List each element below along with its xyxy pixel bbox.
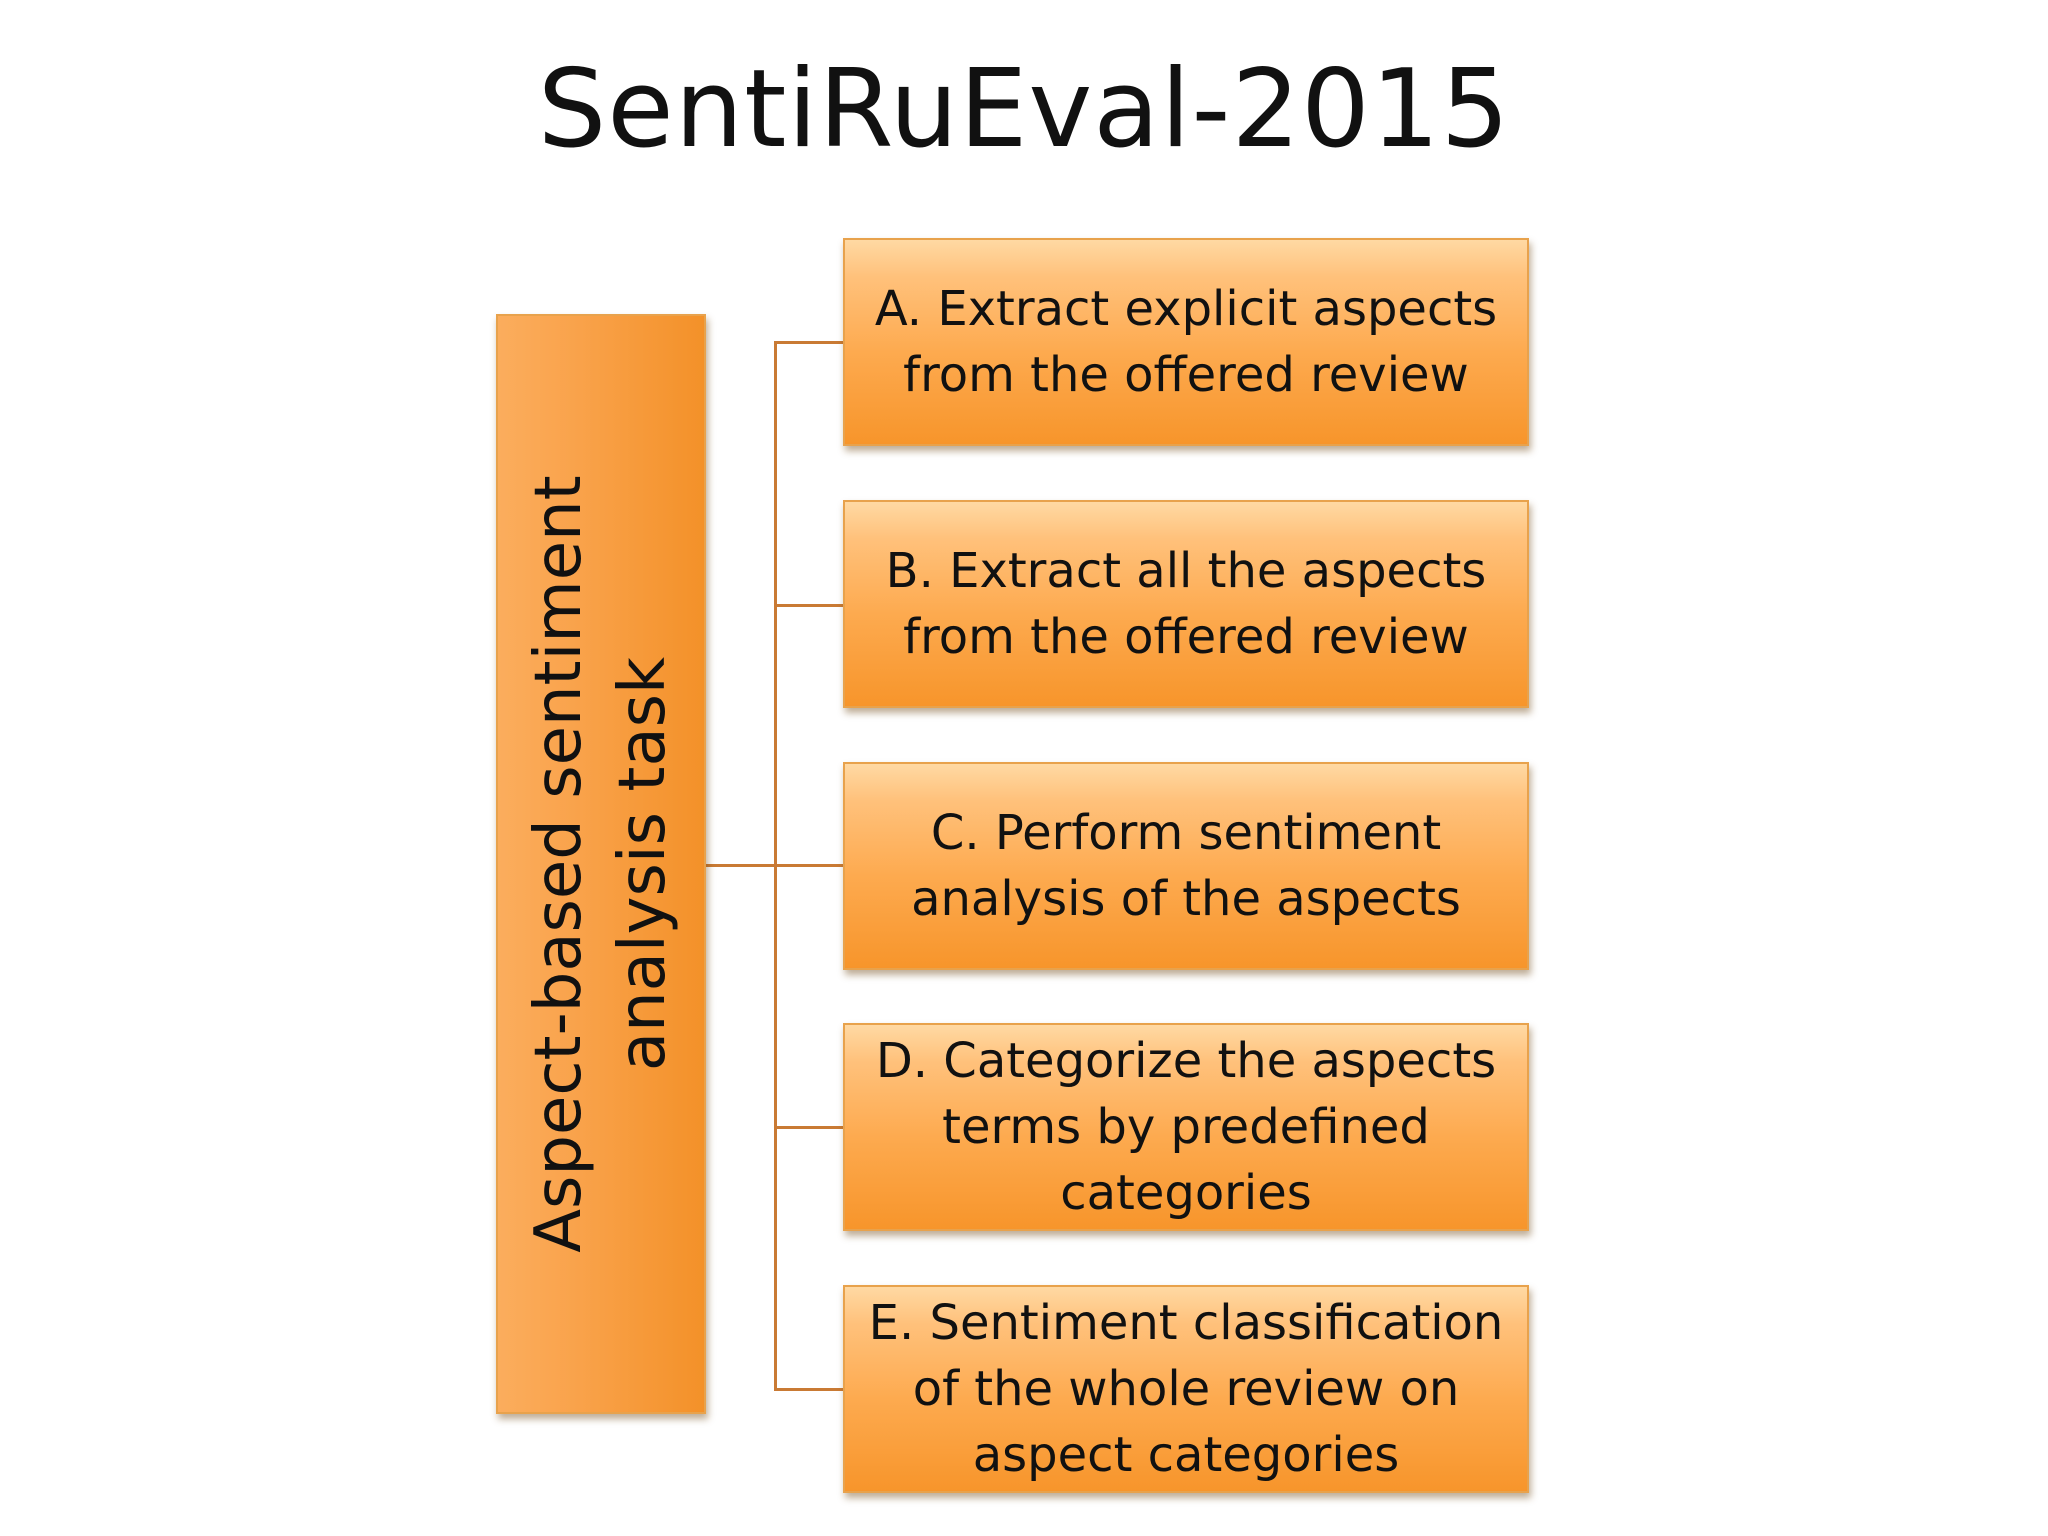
connector-branch-d (774, 1126, 843, 1129)
root-node: Aspect-based sentiment analysis task (496, 314, 706, 1414)
task-node-label: E. Sentiment classification of the whole… (868, 1295, 1504, 1483)
connector-root-stem (706, 864, 776, 867)
root-node-label: Aspect-based sentiment analysis task (522, 475, 680, 1253)
slide-title: SentiRuEval-2015 (537, 47, 1511, 172)
task-node-c: C. Perform sentiment analysis of the asp… (843, 762, 1529, 970)
task-node-label: D. Categorize the aspects terms by prede… (875, 1033, 1497, 1221)
task-node-e: E. Sentiment classification of the whole… (843, 1285, 1529, 1493)
connector-branch-e (774, 1388, 843, 1391)
connector-branch-b (774, 604, 843, 607)
task-node-label: B. Extract all the aspects from the offe… (885, 543, 1487, 665)
task-node-d: D. Categorize the aspects terms by prede… (843, 1023, 1529, 1231)
task-node-label: A. Extract explicit aspects from the off… (874, 281, 1498, 403)
task-node-b: B. Extract all the aspects from the offe… (843, 500, 1529, 708)
task-node-label: C. Perform sentiment analysis of the asp… (911, 805, 1461, 927)
connector-branch-a (774, 341, 843, 344)
task-node-a: A. Extract explicit aspects from the off… (843, 238, 1529, 446)
connector-branch-c (774, 864, 843, 867)
